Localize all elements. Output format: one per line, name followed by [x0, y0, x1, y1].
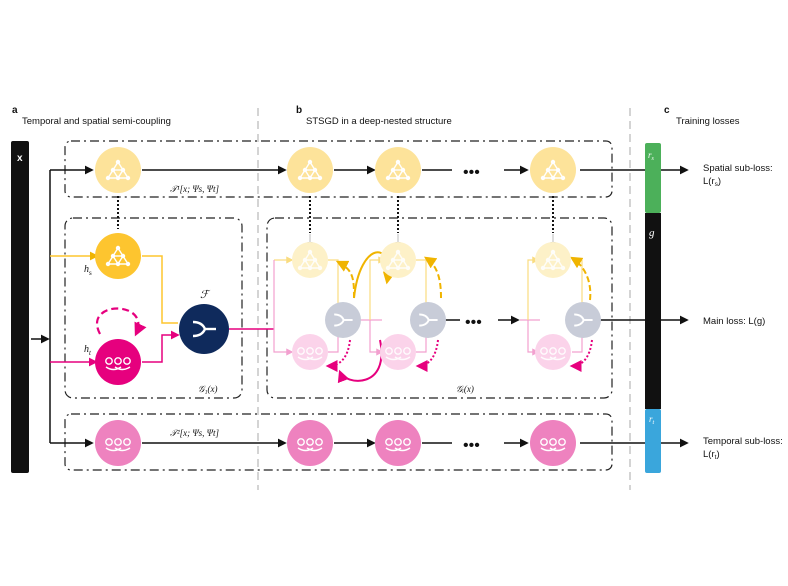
- t1-label: 𝒯¹[x; Ψs, Ψt]: [170, 184, 219, 194]
- temporal-loss-line2: L(rt): [703, 449, 720, 461]
- fusion-label: ℱ: [200, 289, 211, 301]
- spatial-ellipsis: •••: [463, 164, 480, 181]
- panel-a-title: Temporal and spatial semi-coupling: [22, 116, 171, 127]
- rt-bar-label: rt: [649, 414, 655, 426]
- gi-label: 𝒢ᵢ(x): [456, 384, 474, 394]
- fusion-node: [179, 304, 229, 354]
- temporal-loss-line1: Temporal sub-loss:: [703, 436, 783, 447]
- spatial-branch-box: [64, 140, 613, 198]
- temporal-branch-box: [64, 413, 613, 471]
- spatial-node: [287, 147, 333, 193]
- panel-a-letter: a: [12, 105, 18, 116]
- feedback-temporal-3: [569, 339, 593, 372]
- gi-light-connections: [273, 256, 583, 356]
- feedback-spatial-2: [424, 256, 442, 299]
- gi-faded-fusion-node: [410, 302, 446, 338]
- input-bar: [11, 141, 29, 473]
- hs-label: hs: [84, 264, 92, 277]
- spatial-node: [375, 147, 421, 193]
- g1-label: 𝒢₁(x): [198, 384, 218, 394]
- ht-self-loop: [96, 307, 147, 337]
- panel-c-title: Training losses: [676, 116, 740, 127]
- feedback-temporal-1: [325, 339, 351, 372]
- temporal-node: [95, 420, 141, 466]
- ht-to-fusion: [142, 330, 180, 363]
- middle-ellipsis: •••: [465, 314, 482, 331]
- g-bar-label: g: [649, 227, 655, 239]
- g1-box: [64, 217, 243, 399]
- gi-faded-temporal-node: [535, 334, 571, 370]
- main-loss: Main loss: L(g): [703, 316, 765, 327]
- cross-temporal: [337, 339, 383, 384]
- temporal-ellipsis: •••: [463, 437, 480, 454]
- feedback-spatial-1: [335, 260, 355, 299]
- gi-faded-fusion-node: [565, 302, 601, 338]
- gi-faded-spatial-node: [380, 242, 416, 278]
- hs-node: [95, 233, 141, 279]
- gi-faded-temporal-node: [292, 334, 328, 370]
- panel-b-title: STSGD in a deep-nested structure: [306, 116, 452, 127]
- panel-c-letter: c: [664, 105, 670, 116]
- gi-box: [266, 217, 613, 399]
- ht-label: ht: [84, 344, 92, 357]
- rt-bar: [645, 409, 661, 473]
- temporal-node: [530, 420, 576, 466]
- panel-b-letter: b: [296, 105, 302, 116]
- spatial-loss-line2: L(rs): [703, 176, 721, 188]
- g-bar: [645, 213, 661, 409]
- rs-bar: [645, 143, 661, 213]
- gi-faded-fusion-node: [325, 302, 361, 338]
- temporal-node: [287, 420, 333, 466]
- rs-bar-label: rs: [648, 150, 655, 162]
- gi-faded-temporal-node: [380, 334, 416, 370]
- spatial-node: [95, 147, 141, 193]
- input-label: x: [17, 153, 23, 164]
- gi-faded-spatial-node: [535, 242, 571, 278]
- hs-to-fusion: [142, 255, 178, 324]
- gi-faded-spatial-node: [292, 242, 328, 278]
- ht-node: [95, 339, 141, 385]
- t2-label: 𝒯²[x; Ψs, Ψt]: [170, 428, 219, 438]
- feedback-temporal-2: [415, 339, 439, 372]
- spatial-node: [530, 147, 576, 193]
- temporal-node: [375, 420, 421, 466]
- spatial-loss-line1: Spatial sub-loss:: [703, 163, 773, 174]
- feedback-spatial-3: [569, 256, 592, 301]
